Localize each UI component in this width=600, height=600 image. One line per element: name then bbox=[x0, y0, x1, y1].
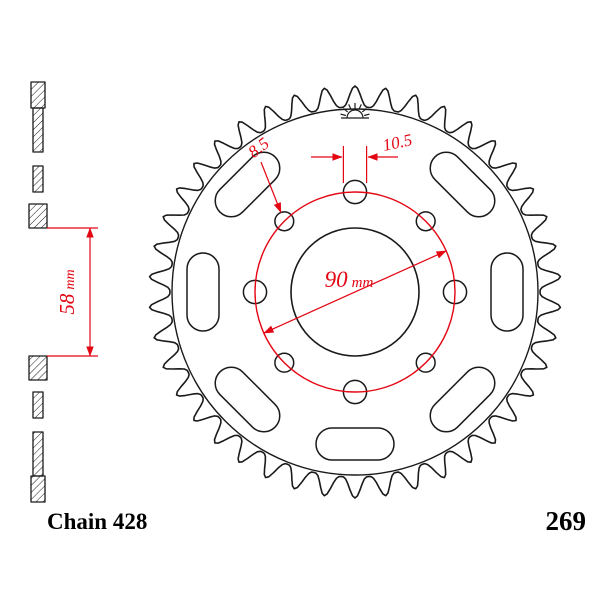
hole-small-leader-line bbox=[260, 161, 282, 214]
side-section-segment bbox=[28, 355, 48, 381]
side-section-segment bbox=[30, 475, 46, 503]
sprocket-side-view bbox=[28, 81, 48, 503]
sunburst-ray bbox=[358, 104, 362, 110]
side-section-segment bbox=[28, 203, 48, 229]
side-section-segment bbox=[32, 165, 44, 193]
lightening-slot bbox=[214, 366, 281, 433]
lightening-slot bbox=[315, 427, 395, 461]
side-section-segment bbox=[32, 391, 44, 419]
side-section-segment bbox=[30, 81, 46, 109]
tooth-root-circle bbox=[171, 108, 539, 476]
sunburst-dome bbox=[346, 109, 364, 119]
bore-side-dimension-label: 58mm bbox=[55, 269, 79, 314]
side-section-segment bbox=[32, 107, 44, 153]
chain-size-label: Chain 428 bbox=[47, 509, 147, 534]
part-number-label: 269 bbox=[546, 506, 587, 536]
lightening-slot bbox=[186, 252, 220, 332]
bolt-circle-reference bbox=[254, 191, 456, 393]
lightening-slot bbox=[429, 151, 496, 218]
sunburst-ray bbox=[348, 104, 352, 110]
bolt-circle-dimension-line bbox=[263, 250, 447, 334]
lightening-slot bbox=[490, 252, 524, 332]
sunburst-ray bbox=[343, 107, 349, 113]
sunburst-ray bbox=[361, 107, 367, 113]
sunburst-ray bbox=[364, 113, 370, 117]
sunburst-ray bbox=[340, 113, 346, 117]
lightening-slot bbox=[429, 366, 496, 433]
side-section-segment bbox=[32, 431, 44, 477]
sunburst-finish-icon bbox=[340, 103, 370, 119]
